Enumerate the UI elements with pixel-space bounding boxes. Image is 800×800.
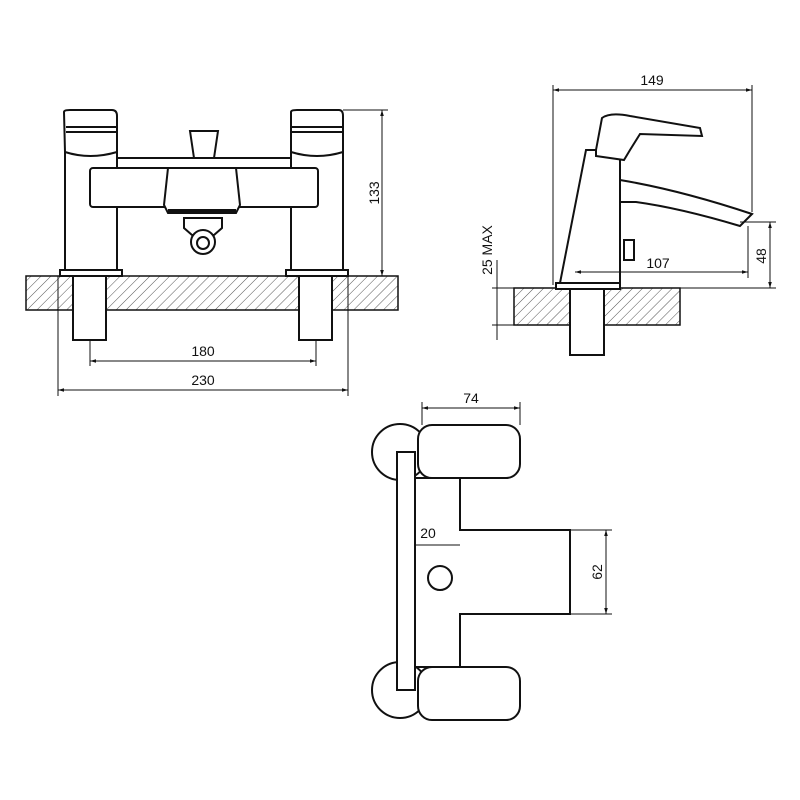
left-tail [72,275,107,341]
right-tail [298,275,333,341]
dim-width-230: 230 [191,372,215,388]
dim-spout-62: 62 [589,564,605,580]
back-plate [396,451,416,691]
dim-depth-149: 149 [640,72,664,88]
dim-handle-74: 74 [463,390,479,406]
tail [569,287,605,356]
top-view: 74 20 62 [371,390,612,721]
shower-outlet-mount [183,217,223,236]
dim-deck-25-max: 25 MAX [479,224,495,274]
side-view: 149 107 48 25 MAX [479,72,776,356]
bottom-handle [417,666,521,721]
body-column [558,149,621,284]
diverter-button [623,239,635,261]
front-view: 133 180 230 [25,109,399,396]
diverter-knob [188,130,220,159]
top-handle [417,424,521,479]
spout [619,178,754,228]
dim-centres-180: 180 [191,343,215,359]
spout [162,167,242,214]
dim-reach-107: 107 [646,255,670,271]
spout-outlet [168,209,236,213]
lever [595,113,704,162]
diverter-button [427,565,453,591]
dim-height-133: 133 [366,181,382,205]
dim-spout-height-48: 48 [753,248,769,264]
body [414,477,571,668]
dim-button-20: 20 [420,525,436,541]
top-bar [116,157,292,169]
